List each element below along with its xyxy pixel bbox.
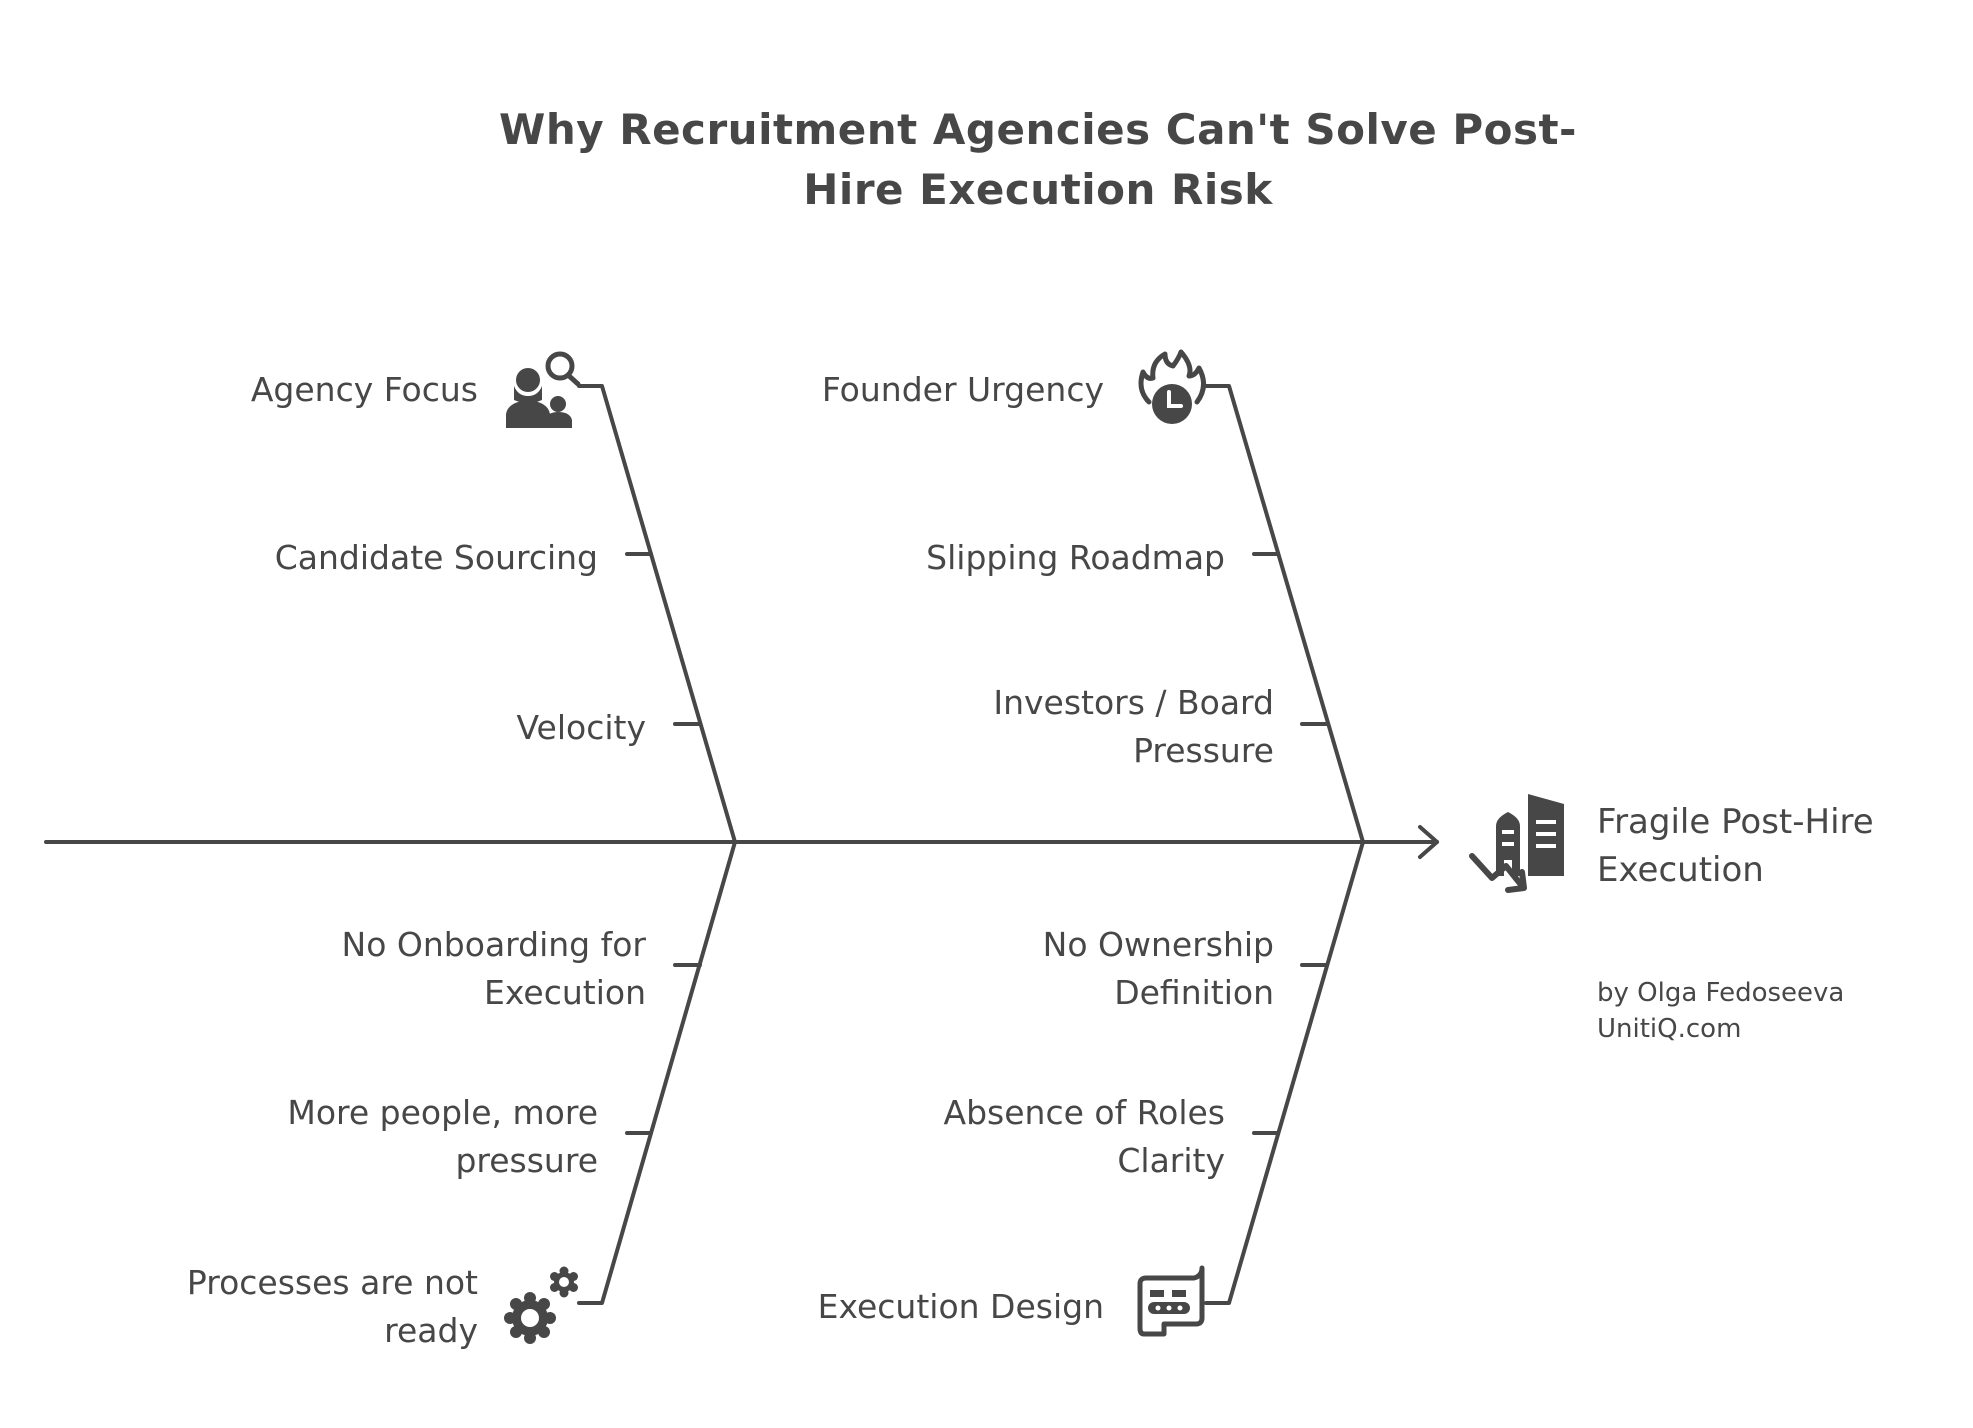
cause-investors-board: Investors / Board Pressure [993, 679, 1274, 775]
category-agency-focus: Agency Focus [250, 370, 478, 409]
effect-label: Fragile Post-Hire Execution [1597, 798, 1874, 894]
title-line-1: Why Recruitment Agencies Can't Solve Pos… [499, 105, 1577, 154]
no-onboarding-line-2: Execution [484, 973, 646, 1012]
cause-absence-roles: Absence of Roles Clarity [944, 1089, 1225, 1185]
cause-candidate-sourcing: Candidate Sourcing [274, 538, 598, 577]
fire-clock-icon [1138, 349, 1206, 424]
gears-icon [504, 1266, 578, 1344]
diagram-title: Why Recruitment Agencies Can't Solve Pos… [0, 100, 1973, 220]
processes-line-1: Processes are not [186, 1263, 478, 1302]
no-ownership-line-2: Definition [1114, 973, 1274, 1012]
effect-line-2: Execution [1597, 850, 1764, 890]
processes-line-2: ready [384, 1311, 478, 1350]
cause-no-ownership: No Ownership Definition [1043, 921, 1274, 1017]
more-people-line-1: More people, more [287, 1093, 598, 1132]
category-processes: Processes are not ready [187, 1259, 478, 1355]
cause-velocity: Velocity [516, 708, 646, 747]
bone-processes [577, 840, 737, 1305]
effect-line-1: Fragile Post-Hire [1597, 802, 1874, 842]
absence-roles-line-1: Absence of Roles [943, 1093, 1225, 1132]
category-execution-design: Execution Design [817, 1287, 1104, 1326]
blueprint-scroll-icon [1137, 1265, 1205, 1337]
person-search-icon [506, 351, 581, 428]
credit-author: by Olga Fedoseeva [1597, 978, 1845, 1008]
spine-arrowhead [1418, 825, 1439, 859]
cause-more-people: More people, more pressure [287, 1089, 598, 1185]
title-line-2: Hire Execution Risk [803, 165, 1273, 214]
cause-no-onboarding: No Onboarding for Execution [342, 921, 646, 1017]
more-people-line-2: pressure [455, 1141, 598, 1180]
no-onboarding-line-1: No Onboarding for [341, 925, 646, 964]
credit: by Olga Fedoseeva UnitiQ.com [1597, 975, 1844, 1047]
bone-execution-design [1204, 840, 1365, 1305]
bone-agency-focus [577, 384, 737, 844]
no-ownership-line-1: No Ownership [1042, 925, 1274, 964]
bone-founder-urgency [1204, 384, 1365, 844]
cause-slipping-roadmap: Slipping Roadmap [926, 538, 1225, 577]
declining-building-icon [1469, 794, 1564, 893]
absence-roles-line-2: Clarity [1117, 1141, 1225, 1180]
credit-site: UnitiQ.com [1597, 1014, 1742, 1044]
category-founder-urgency: Founder Urgency [821, 370, 1104, 409]
investors-line-1: Investors / Board [993, 683, 1274, 722]
investors-line-2: Pressure [1133, 731, 1274, 770]
